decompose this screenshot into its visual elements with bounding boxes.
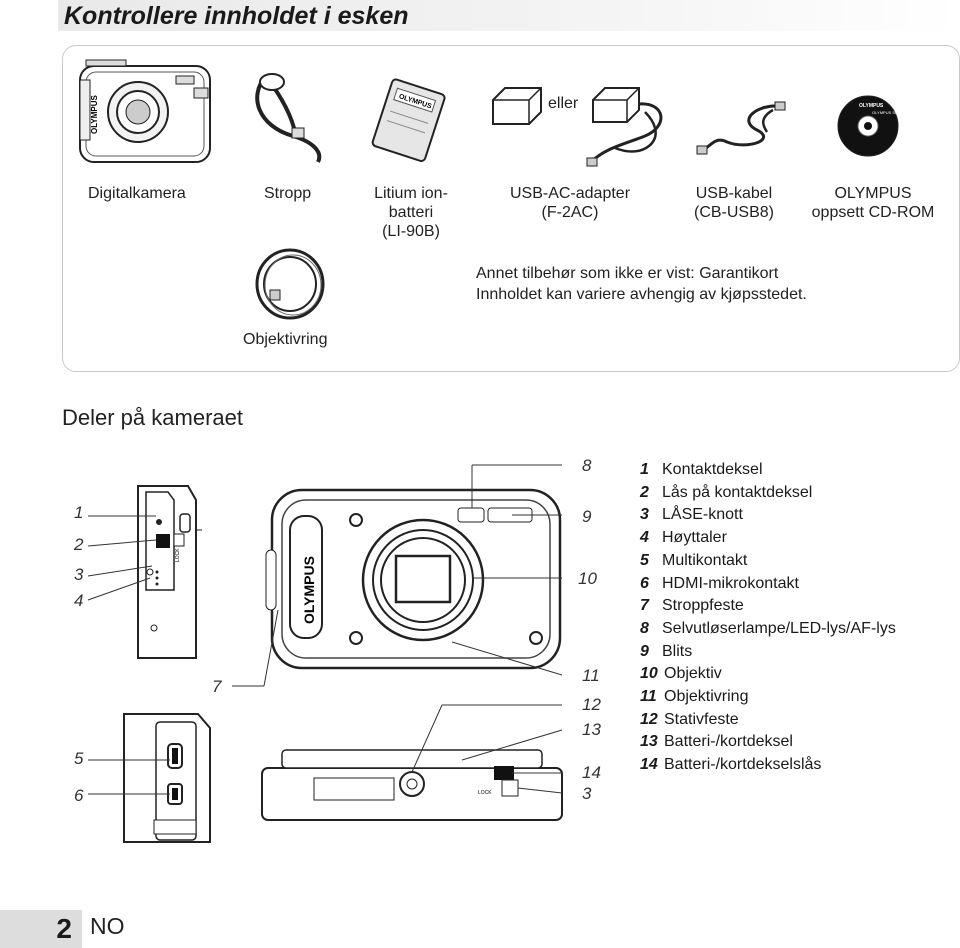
or-text: eller [548, 95, 579, 112]
callout-3-bottom: 3 [582, 784, 592, 803]
callout-1: 1 [74, 503, 84, 522]
callout-13: 13 [582, 720, 601, 739]
label-strap: Stropp [264, 185, 312, 202]
front-brand-text: OLYMPUS [301, 556, 317, 624]
callout-14: 14 [582, 763, 601, 782]
title-bar: Kontrollere innholdet i esken [58, 0, 960, 31]
cdrom-illustration: OLYMPUS OLYMPUS Setup [837, 95, 904, 157]
lens-ring-illustration [255, 248, 325, 320]
label-lens-ring: Objektivring [243, 331, 328, 348]
note-line-1: Annet tilbehør som ikke er vist: Garanti… [476, 265, 779, 282]
page-number-box: 2 [0, 910, 82, 948]
strap-illustration [255, 73, 322, 163]
label-battery: Litium ion- batteri (LI-90B) [374, 185, 448, 240]
callout-12: 12 [582, 695, 601, 714]
camera-brand-text: OLYMPUS [90, 95, 99, 134]
section-title: Deler på kameraet [62, 405, 243, 430]
callout-7: 7 [212, 677, 222, 696]
callout-3: 3 [74, 565, 84, 584]
cd-setup-text: OLYMPUS Setup [872, 110, 904, 115]
callout-9: 9 [582, 507, 592, 526]
page-number: 2 [56, 913, 72, 944]
adapter-with-cable-illustration [586, 87, 663, 167]
adapter-illustration [492, 87, 542, 125]
side-lock-text: LOCK [175, 548, 181, 562]
label-cdrom: OLYMPUS oppsett CD-ROM [811, 185, 935, 221]
battery-illustration: OLYMPUS [371, 78, 446, 162]
usb-cable-illustration [696, 101, 786, 155]
camera-port-diagram [88, 713, 211, 843]
callout-6: 6 [74, 786, 84, 805]
language-code: NO [90, 913, 125, 939]
callout-4: 4 [74, 591, 84, 610]
label-usb-cable: USB-kabel (CB-USB8) [693, 185, 774, 221]
bottom-lock-text: LOCK [478, 790, 492, 796]
callout-2: 2 [74, 535, 84, 554]
note-line-2: Innholdet kan variere avhengig av kjøpss… [476, 286, 807, 303]
callout-10: 10 [578, 569, 597, 588]
label-camera: Digitalkamera [88, 185, 186, 202]
camera-side-diagram: LOCK [87, 485, 202, 659]
camera-front-diagram: OLYMPUS LOCK [232, 464, 563, 821]
accessory-note: Annet tilbehør som ikke er vist: Garanti… [476, 263, 807, 305]
camera-illustration: OLYMPUS [79, 59, 211, 163]
callout-8: 8 [582, 456, 592, 475]
page-title: Kontrollere innholdet i esken [64, 2, 409, 30]
callout-11: 11 [582, 666, 600, 685]
callout-5: 5 [74, 749, 84, 768]
cd-brand-text: OLYMPUS [859, 103, 884, 109]
label-adapter: USB-AC-adapter (F-2AC) [509, 185, 631, 221]
